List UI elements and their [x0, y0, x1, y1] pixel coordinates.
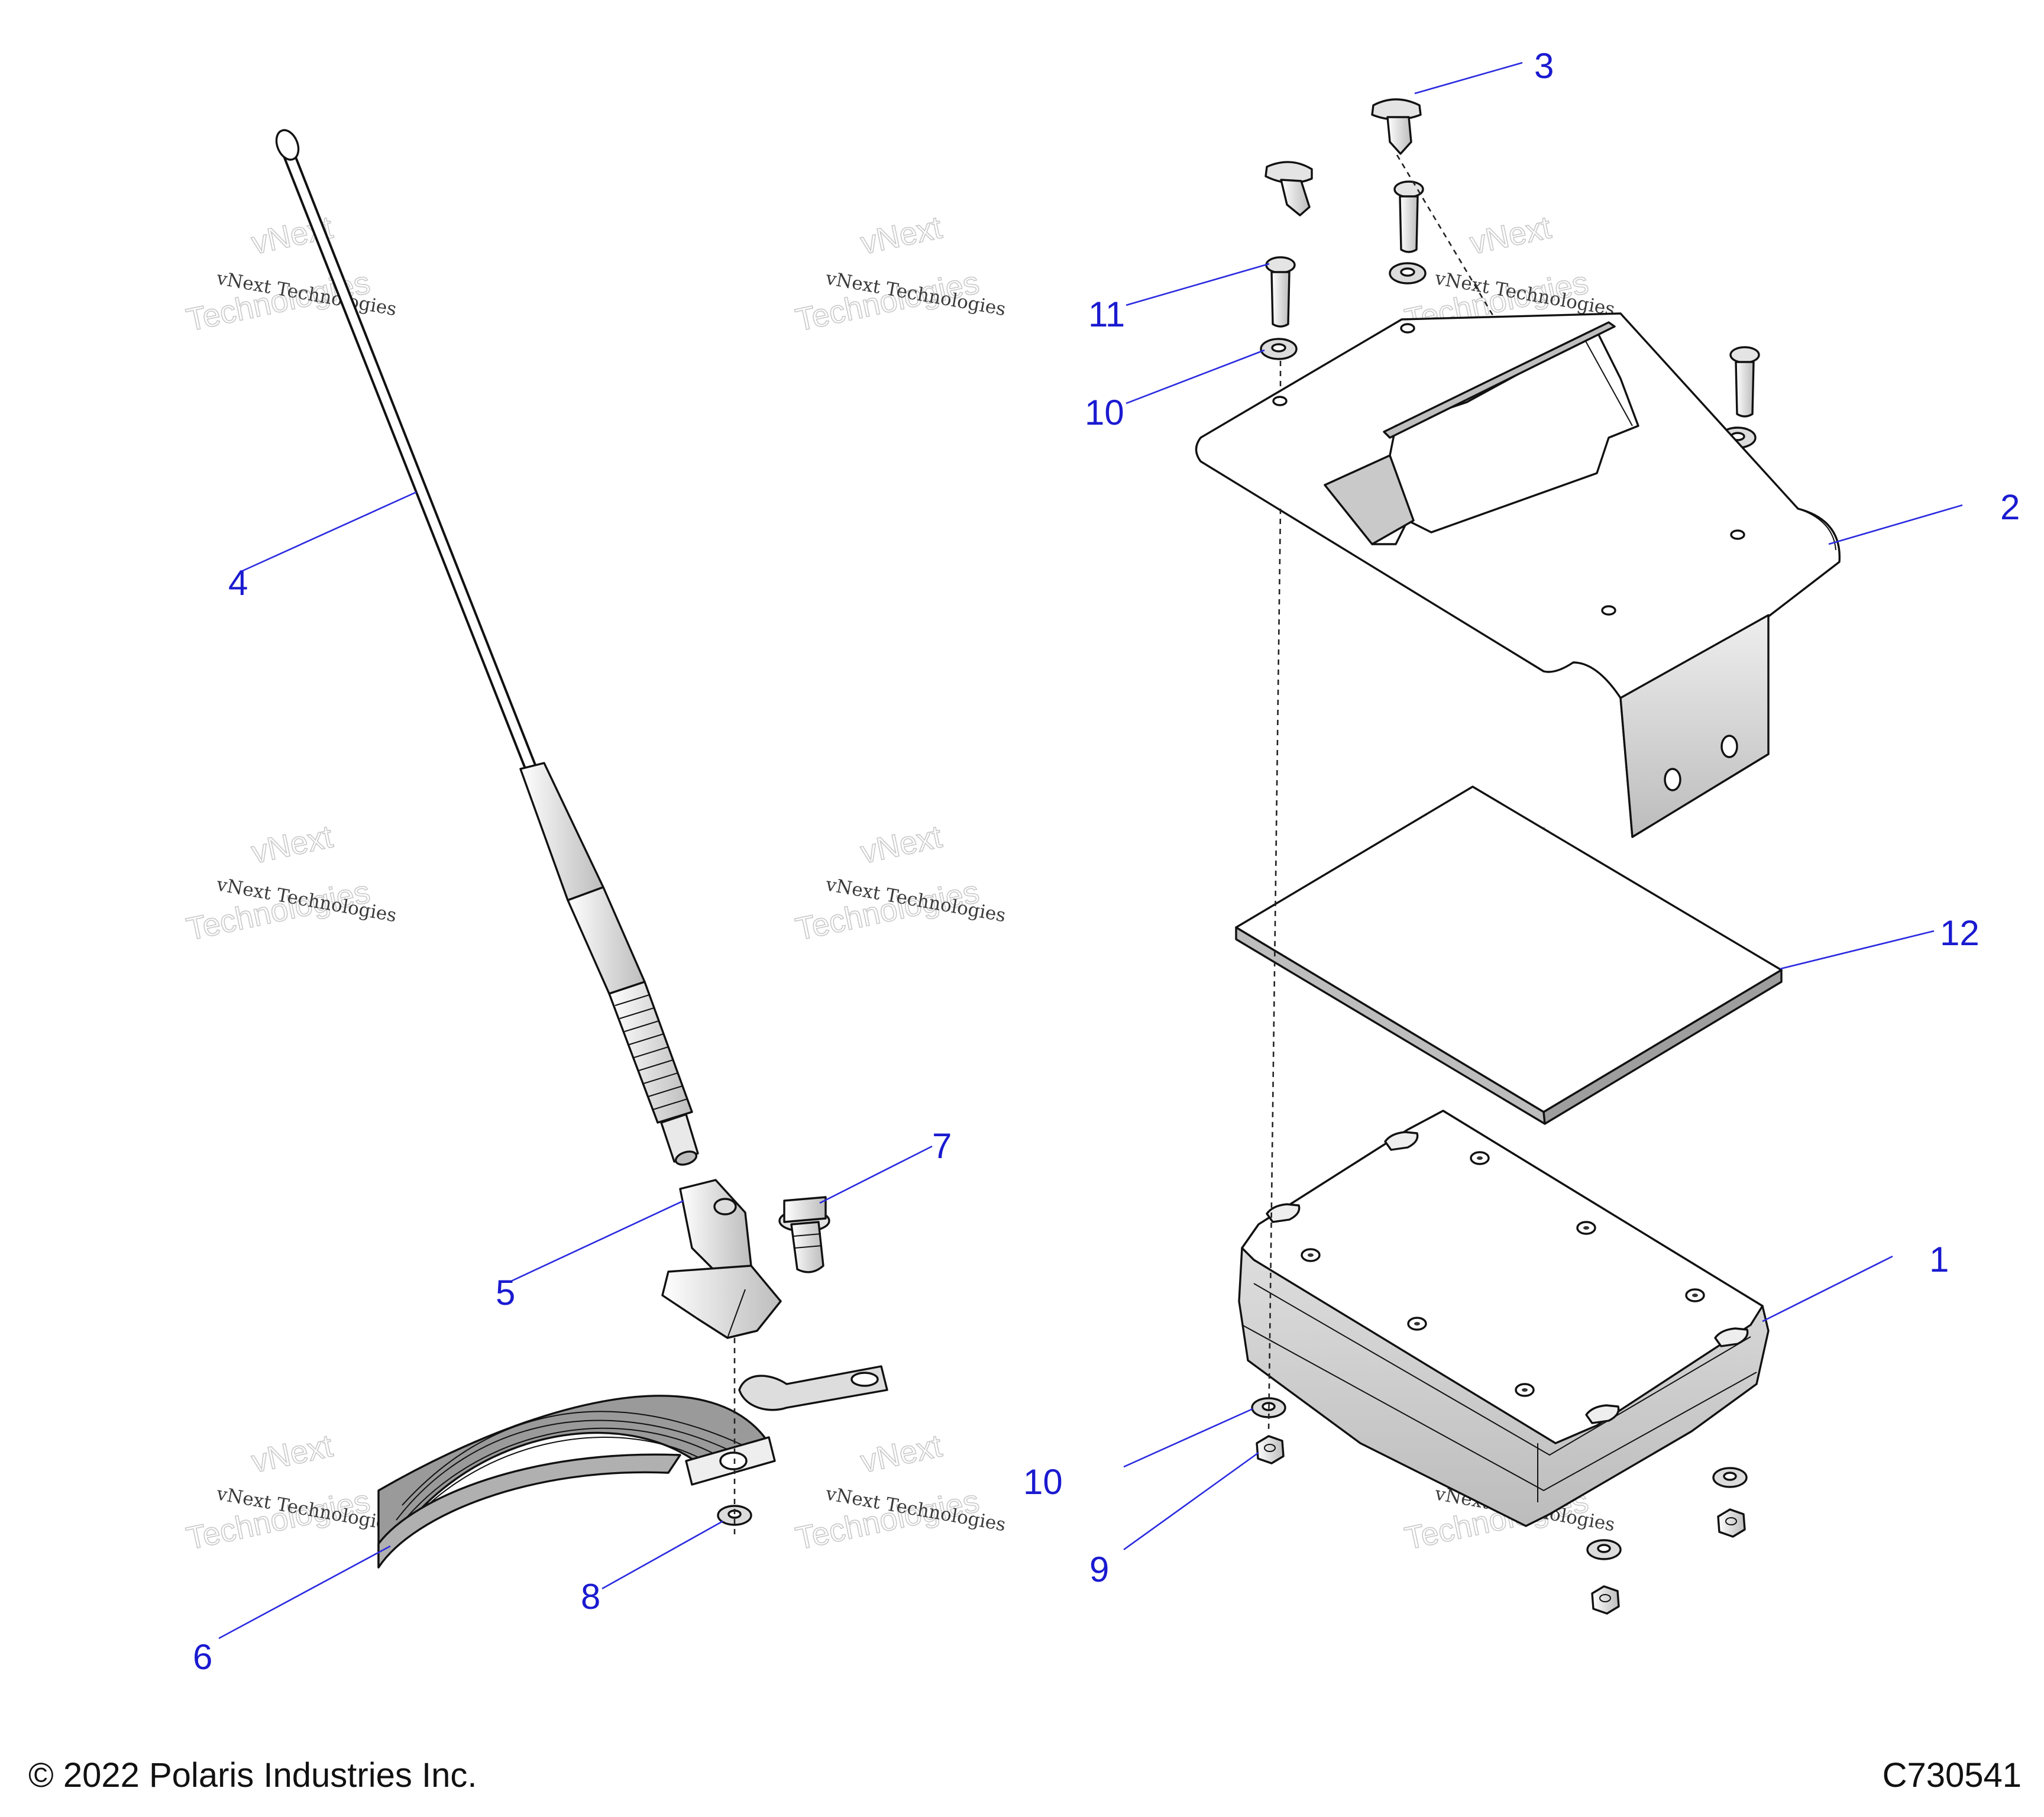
watermark-top-left: vNext Technologies vNext Technologies	[183, 209, 398, 339]
hex-nut	[1591, 1585, 1620, 1615]
copyright-text: © 2022 Polaris Industries Inc.	[28, 1756, 477, 1795]
leader-6	[218, 1545, 391, 1640]
control-module	[1238, 1110, 1770, 1527]
svg-text:vNext: vNext	[858, 819, 945, 870]
leader-10-top	[1126, 349, 1265, 405]
callout-10-top: 10	[1085, 393, 1124, 432]
callout-12: 12	[1940, 913, 1980, 953]
antenna-whip	[275, 129, 699, 1166]
svg-text:vNext: vNext	[248, 1428, 336, 1479]
callout-7: 7	[932, 1126, 952, 1166]
callout-11: 11	[1088, 295, 1125, 334]
hex-nut-9	[1256, 1435, 1285, 1464]
leader-9	[1123, 1451, 1259, 1551]
leader-12	[1780, 930, 1935, 970]
washer-10-bottom	[1251, 1397, 1286, 1418]
leader-2	[1828, 504, 1963, 545]
watermark-mid-left: vNext Technologies vNext Technologies	[183, 819, 398, 948]
washer	[1586, 1539, 1622, 1560]
leader-7	[819, 1145, 933, 1204]
svg-text:vNext: vNext	[1467, 209, 1554, 261]
watermark-bottom-center: vNext Technologies vNext Technologies	[792, 1428, 1007, 1557]
svg-text:vNext: vNext	[858, 1428, 945, 1479]
callout-8: 8	[581, 1577, 600, 1616]
watermark-bottom-left: vNext Technologies vNext Technologies	[183, 1428, 398, 1557]
leader-8	[601, 1520, 723, 1590]
leader-3	[1414, 62, 1523, 95]
washer	[1712, 1467, 1748, 1488]
antenna-mount	[661, 1179, 782, 1339]
flange-bolt	[778, 1196, 830, 1273]
screw	[1729, 346, 1760, 418]
hex-nut	[1717, 1508, 1746, 1538]
screw-11	[1265, 256, 1296, 328]
callout-3: 3	[1534, 46, 1554, 86]
watermark-mid-center: vNext Technologies vNext Technologies	[792, 819, 1007, 948]
figure-id: C730541	[1882, 1756, 2022, 1795]
centerline-module	[1267, 508, 1282, 1432]
push-rivet-3	[1371, 98, 1422, 155]
callout-4: 4	[228, 563, 248, 603]
screw	[1393, 180, 1424, 253]
callout-1: 1	[1929, 1240, 1949, 1279]
leader-11	[1126, 263, 1270, 306]
callout-10-bottom: 10	[1023, 1462, 1063, 1502]
leader-5	[508, 1200, 684, 1283]
callout-9: 9	[1089, 1550, 1109, 1589]
leader-1	[1762, 1255, 1893, 1323]
mounting-bracket	[1195, 312, 1841, 838]
svg-text:vNext: vNext	[858, 209, 945, 261]
callout-2: 2	[2000, 487, 2020, 527]
washer	[1389, 262, 1427, 284]
watermark-top-center: vNext Technologies vNext Technologies	[792, 209, 1007, 339]
foam-pad	[1235, 785, 1783, 1125]
callout-5: 5	[496, 1273, 515, 1312]
callout-6: 6	[193, 1637, 212, 1677]
push-rivet	[1264, 161, 1313, 216]
svg-text:vNext: vNext	[248, 819, 336, 870]
leader-10-bottom	[1123, 1408, 1253, 1468]
ground-strap	[377, 1365, 888, 1569]
leader-4	[241, 491, 417, 573]
washer-10-top	[1260, 338, 1298, 360]
